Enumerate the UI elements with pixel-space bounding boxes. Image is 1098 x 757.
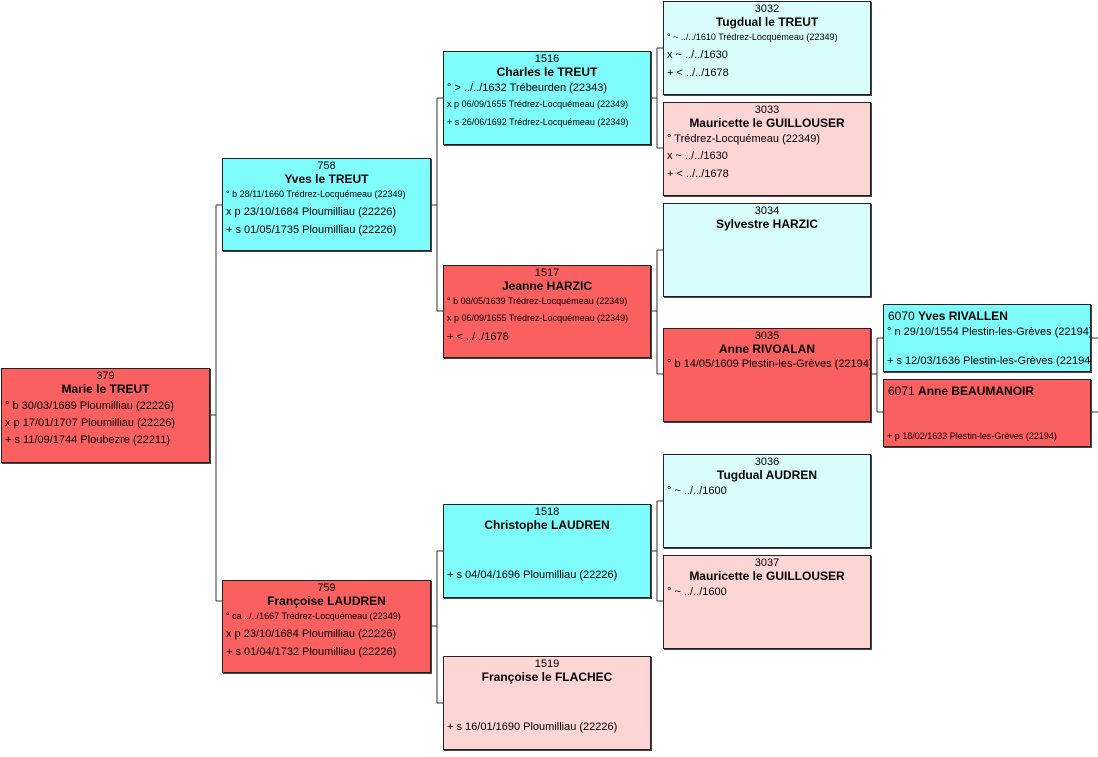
person-name: Mauricette le GUILLOUSER <box>689 116 845 130</box>
death-info: + < ../../1678 <box>667 67 729 79</box>
marriage-info: x p 23/10/1684 Ploumilliau (22226) <box>226 628 397 640</box>
death-info: + s 04/04/1696 Ploumilliau (22226) <box>447 569 618 581</box>
sosa-number: 1517 <box>534 267 560 279</box>
person-name: Françoise le FLACHEC <box>481 670 613 684</box>
birth-info: ° n 29/10/1554 Plestin-les-Grèves (22194… <box>887 326 1091 338</box>
person-card-3034[interactable]: 3034 Sylvestre HARZIC <box>663 203 871 297</box>
person-name: Tugdual le TREUT <box>715 15 819 29</box>
sosa-number: 1516 <box>534 53 560 65</box>
person-card-3032[interactable]: 3032 Tugdual le TREUT ° ~ ../../1610 Tré… <box>663 1 871 95</box>
death-info: + p 18/02/1633 Plestin-les-Grèves (22194… <box>887 431 1057 441</box>
person-name: Marie le TREUT <box>61 382 150 396</box>
person-header: 6071 Anne BEAUMANOIR <box>884 380 1090 398</box>
sosa-number: 6071 <box>888 384 915 398</box>
marriage-info: x p 17/01/1707 Ploumilliau (22226) <box>5 417 176 429</box>
person-card-3036[interactable]: 3036 Tugdual AUDREN ° ~ ../../1600 <box>663 454 871 548</box>
person-card-1519[interactable]: 1519 Françoise le FLACHEC + s 16/01/1690… <box>443 656 651 750</box>
person-name: Christophe LAUDREN <box>484 518 610 532</box>
person-card-758[interactable]: 758 Yves le TREUT ° b 28/11/1660 Trédrez… <box>222 158 431 251</box>
marriage-info: x p 23/10/1684 Ploumilliau (22226) <box>226 206 397 218</box>
marriage-info: x p 06/09/1655 Trédrez-Locquémeau (22349… <box>447 99 629 109</box>
birth-info: ° b 28/11/1660 Trédrez-Locquémeau (22349… <box>226 189 406 199</box>
birth-info: ° Trédrez-Locquémeau (22349) <box>667 133 820 145</box>
sosa-number: 759 <box>317 582 336 594</box>
person-name: Tugdual AUDREN <box>717 468 817 482</box>
death-info: + s 16/01/1690 Ploumilliau (22226) <box>447 721 618 733</box>
birth-info: ° ~ ../../1600 <box>667 586 727 598</box>
marriage-info: x ~ ../../1630 <box>667 150 728 162</box>
person-name: Anne RIVOALAN <box>719 342 815 356</box>
person-name: Charles le TREUT <box>496 65 598 79</box>
sosa-number: 6070 <box>888 309 915 323</box>
birth-info: ° b 14/05/1609 Plestin-les-Grèves (22194… <box>667 358 871 370</box>
death-info: + s 01/04/1732 Ploumilliau (22226) <box>226 646 397 658</box>
birth-info: ° ca ../../1667 Trédrez-Locquémeau (2234… <box>226 611 401 621</box>
sosa-number: 3036 <box>754 456 780 468</box>
birth-info: ° > ../../1632 Trébeurden (22343) <box>447 82 608 94</box>
person-name: Sylvestre HARZIC <box>715 217 819 231</box>
death-info: + s 11/09/1744 Ploubezre (22211) <box>5 434 171 446</box>
person-card-759[interactable]: 759 Françoise LAUDREN ° ca ../../1667 Tr… <box>222 580 431 673</box>
sosa-number: 3034 <box>754 205 780 217</box>
birth-info: ° b 08/05/1639 Trédrez-Locquémeau (22349… <box>447 296 628 306</box>
death-info: + s 26/06/1692 Trédrez-Locquémeau (22349… <box>447 117 629 127</box>
sosa-number: 1518 <box>534 506 560 518</box>
marriage-info: x ~ ../../1630 <box>667 49 728 61</box>
person-card-1517[interactable]: 1517 Jeanne HARZIC ° b 08/05/1639 Trédre… <box>443 265 651 358</box>
person-card-3033[interactable]: 3033 Mauricette le GUILLOUSER ° Trédrez-… <box>663 102 871 196</box>
sosa-number: 3033 <box>754 104 780 116</box>
person-card-3035[interactable]: 3035 Anne RIVOALAN ° b 14/05/1609 Plesti… <box>663 328 871 422</box>
death-info: + < ../../1678 <box>447 331 509 343</box>
person-name: Anne BEAUMANOIR <box>918 384 1035 398</box>
person-card-379[interactable]: 379 Marie le TREUT ° b 30/03/1689 Ploumi… <box>1 368 210 463</box>
person-card-3037[interactable]: 3037 Mauricette le GUILLOUSER ° ~ ../../… <box>663 555 871 649</box>
person-name: Jeanne HARZIC <box>501 279 593 293</box>
person-card-1516[interactable]: 1516 Charles le TREUT ° > ../../1632 Tré… <box>443 51 651 145</box>
birth-info: ° b 30/03/1689 Ploumilliau (22226) <box>5 400 174 412</box>
sosa-number: 3037 <box>754 557 780 569</box>
person-name: Yves le TREUT <box>284 172 369 186</box>
birth-info: ° ~ ../../1610 Trédrez-Locquémeau (22349… <box>667 32 838 42</box>
birth-info: ° ~ ../../1600 <box>667 485 727 497</box>
sosa-number: 3035 <box>754 330 780 342</box>
person-name: Françoise LAUDREN <box>267 594 386 608</box>
sosa-number: 3032 <box>754 3 780 15</box>
person-name: Yves RIVALLEN <box>918 309 1008 323</box>
person-card-6071[interactable]: 6071 Anne BEAUMANOIR + p 18/02/1633 Ples… <box>883 379 1091 447</box>
person-name: Mauricette le GUILLOUSER <box>689 569 845 583</box>
sosa-number: 1519 <box>534 658 560 670</box>
death-info: + s 01/05/1735 Ploumilliau (22226) <box>226 224 397 236</box>
death-info: + s 12/03/1636 Plestin-les-Grèves (22194… <box>887 355 1091 367</box>
sosa-number: 379 <box>96 370 115 382</box>
person-card-1518[interactable]: 1518 Christophe LAUDREN + s 04/04/1696 P… <box>443 504 651 598</box>
death-info: + < ../../1678 <box>667 168 729 180</box>
person-card-6070[interactable]: 6070 Yves RIVALLEN ° n 29/10/1554 Plesti… <box>883 304 1091 372</box>
person-header: 6070 Yves RIVALLEN <box>884 305 1090 323</box>
sosa-number: 758 <box>317 160 336 172</box>
marriage-info: x p 06/09/1655 Trédrez-Locquémeau (22349… <box>447 313 629 323</box>
